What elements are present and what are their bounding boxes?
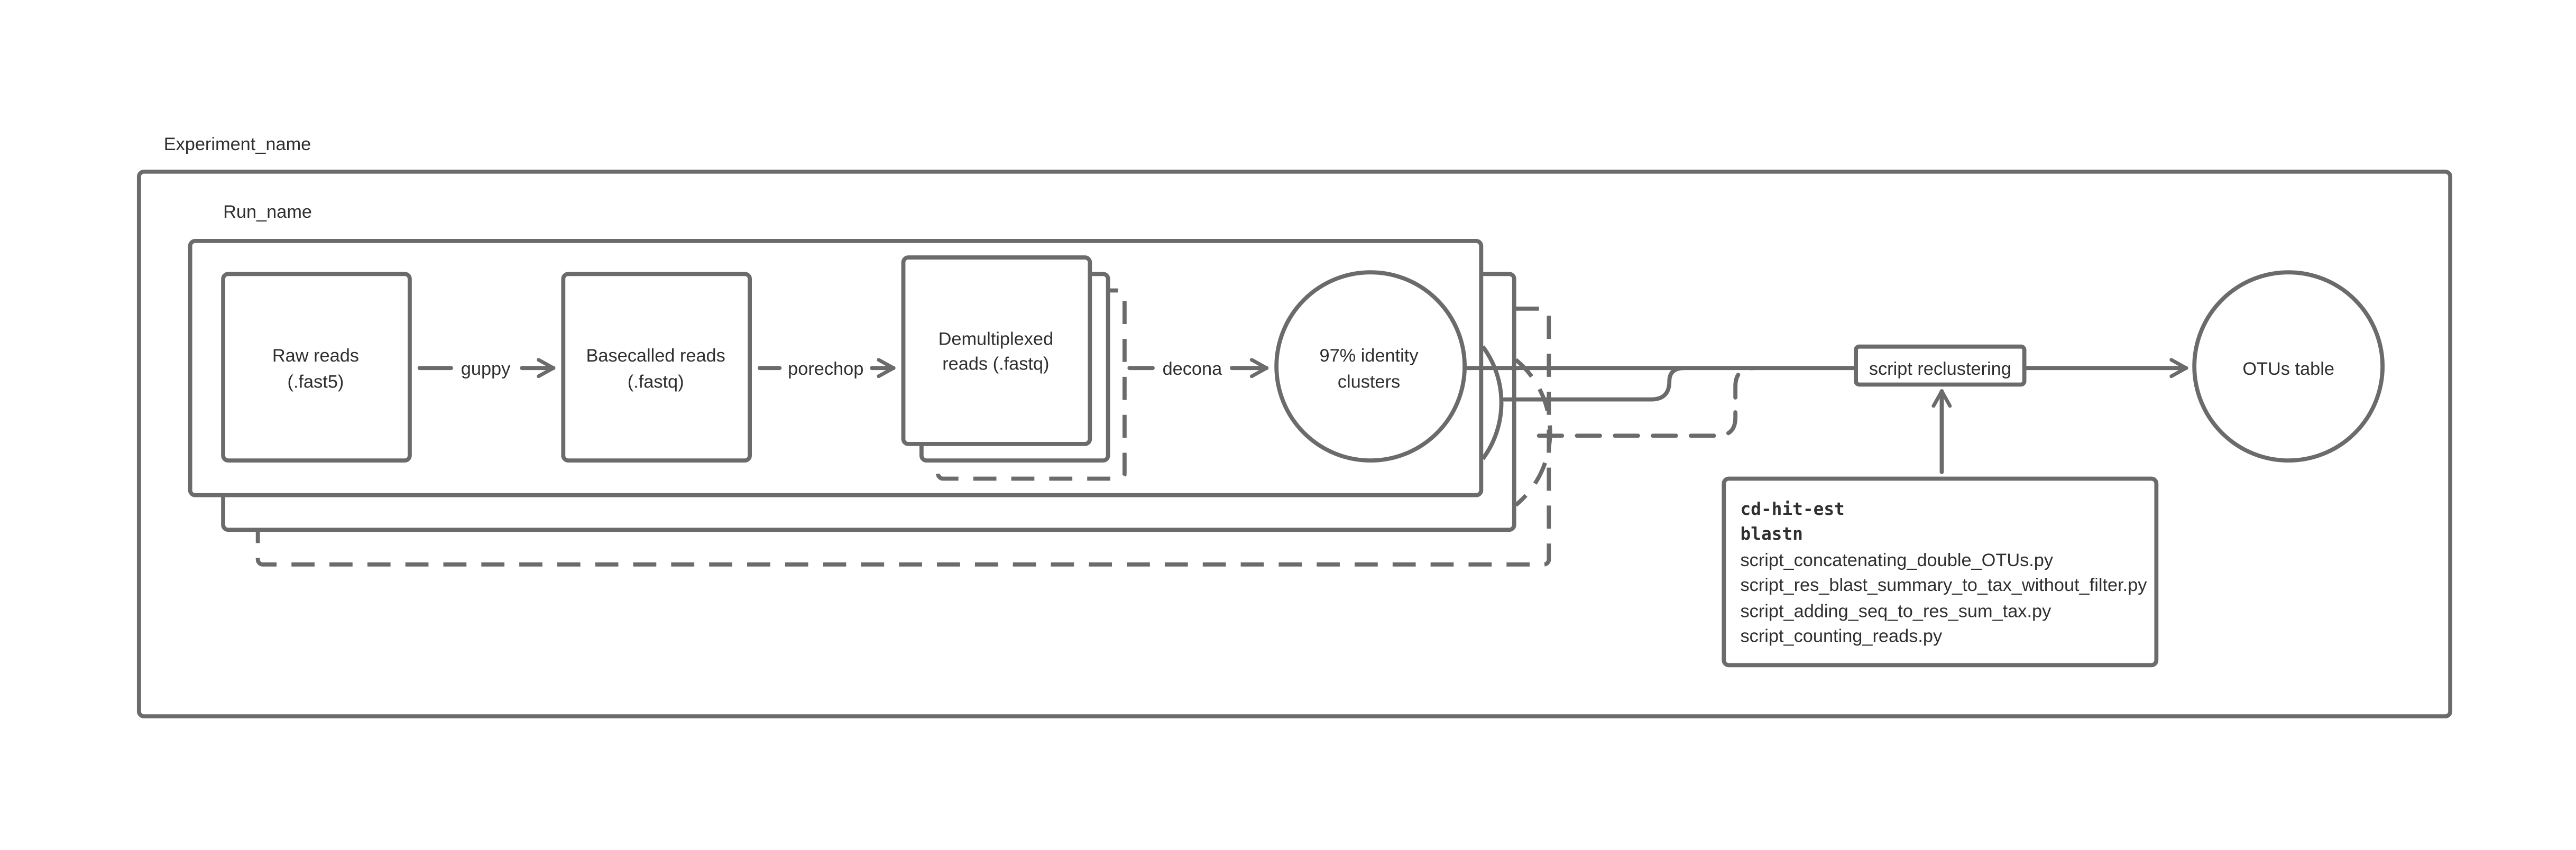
- identity-clusters-label-line1: 97% identity: [1319, 346, 1419, 366]
- cluster-circle-stack-back: [1514, 358, 1552, 507]
- raw-reads-box: [221, 272, 412, 463]
- experiment-container: [136, 169, 2453, 718]
- raw-reads-label-line2: (.fast5): [288, 372, 344, 392]
- otus-table-circle: [2192, 270, 2385, 463]
- tool-command-blastn: blastn: [1741, 524, 1803, 544]
- tools-box: [1722, 476, 2159, 668]
- reclustering-box: [1854, 344, 2027, 387]
- reclustering-label: script reclustering: [1869, 359, 2011, 379]
- demultiplexed-reads-box: [901, 255, 1092, 446]
- basecalled-reads-label-line2: (.fastq): [628, 372, 684, 392]
- tool-script-adding-seq: script_adding_seq_to_res_sum_tax.py: [1741, 602, 2052, 622]
- tool-script-concatenating: script_concatenating_double_OTUs.py: [1741, 550, 2054, 570]
- run-label: Run_name: [223, 202, 312, 222]
- back-run-merge-line: [1537, 366, 1756, 438]
- demultiplexed-reads-label-line2: reads (.fastq): [942, 354, 1049, 374]
- experiment-label: Experiment_name: [164, 134, 311, 154]
- middle-run-merge-line: [1502, 366, 1687, 402]
- decona-edge-label: decona: [1163, 359, 1223, 379]
- tool-script-res-blast-summary: script_res_blast_summary_to_tax_without_…: [1741, 575, 2148, 595]
- identity-clusters-circle: [1274, 270, 1467, 463]
- otus-table-label: OTUs table: [2242, 359, 2334, 379]
- basecalled-reads-box: [561, 272, 752, 463]
- porechop-edge-label: porechop: [788, 359, 863, 379]
- identity-clusters-label-line2: clusters: [1338, 372, 1400, 392]
- demultiplexed-reads-label-line1: Demultiplexed: [939, 329, 1054, 349]
- tool-script-counting-reads: script_counting_reads.py: [1741, 626, 1943, 646]
- basecalled-reads-label-line1: Basecalled reads: [586, 346, 725, 366]
- cluster-circle-stack-middle: [1481, 345, 1504, 460]
- raw-reads-label-line1: Raw reads: [272, 346, 359, 366]
- guppy-edge-label: guppy: [461, 359, 511, 379]
- tool-command-cd-hit-est: cd-hit-est: [1741, 499, 1845, 519]
